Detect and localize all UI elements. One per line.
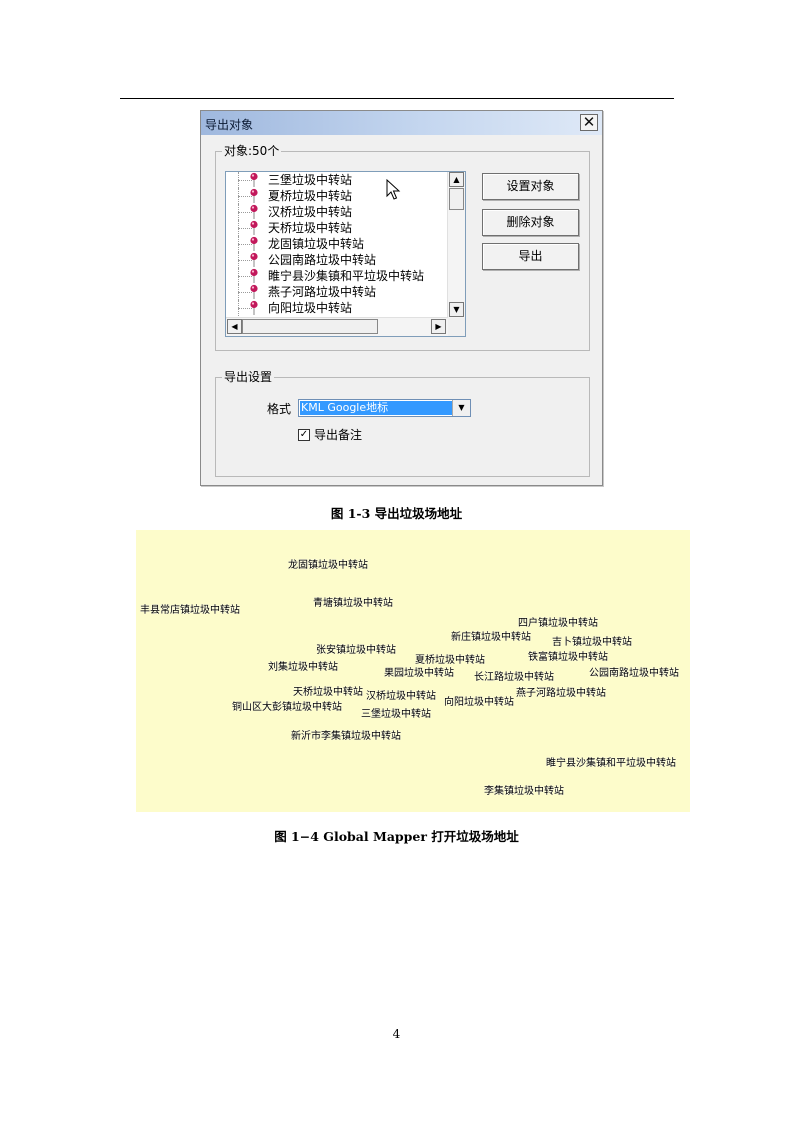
object-list-item[interactable]: 夏桥垃圾中转站 [226,188,448,204]
object-list-item[interactable]: 天桥垃圾中转站 [226,220,448,236]
object-item-label: 龙固镇垃圾中转站 [268,237,365,251]
map-label[interactable]: 夏桥垃圾中转站 [415,655,485,666]
header-rule [120,98,674,99]
export-notes-label: 导出备注 [314,428,363,442]
map-label[interactable]: 睢宁县沙集镇和平垃圾中转站 [546,758,676,769]
object-item-label: 公园南路垃圾中转站 [268,253,377,267]
map-view[interactable]: 龙固镇垃圾中转站丰县常店镇垃圾中转站 青塘镇垃圾中转站四户镇垃圾中转站新庄镇垃圾中… [136,530,690,812]
map-pin-icon [250,188,258,203]
arrow-right-icon: ▶ [435,322,442,331]
horizontal-scrollbar[interactable]: ◀ ▶ [226,317,448,336]
map-label[interactable]: 四户镇垃圾中转站 [518,618,598,629]
map-pin-icon [250,252,258,267]
map-pin-icon [250,284,258,299]
mouse-pointer-icon [386,179,401,200]
object-list-item[interactable]: 公园南路垃圾中转站 [226,252,448,268]
object-item-label: 向阳垃圾中转站 [268,301,353,315]
export-button[interactable]: 导出 [482,243,579,270]
chevron-down-icon[interactable]: ▼ [452,400,470,416]
map-label[interactable]: 吉卜镇垃圾中转站 [552,637,632,648]
object-list-items: 三堡垃圾中转站夏桥垃圾中转站汉桥垃圾中转站天桥垃圾中转站龙固镇垃圾中转站公园南路… [226,172,448,318]
set-object-button[interactable]: 设置对象 [482,173,579,200]
page-number: 4 [392,1027,401,1041]
object-list-item[interactable]: 龙固镇垃圾中转站 [226,236,448,252]
vertical-scrollbar[interactable]: ▲ ▼ [447,172,465,318]
export-objects-dialog: 导出对象 ✕ 对象:50个 三堡垃圾中转站夏桥垃圾中转站汉桥垃圾中转站天桥垃圾中… [200,110,603,486]
scrollbar-corner [448,318,465,336]
map-label[interactable]: 公园南路垃圾中转站 [589,668,679,679]
map-label[interactable]: 新沂市李集镇垃圾中转站 [291,731,401,742]
object-item-label: 睢宁县沙集镇和平垃圾中转站 [268,269,425,283]
format-label: 格式 [267,402,292,416]
map-label[interactable]: 向阳垃圾中转站 [444,697,514,708]
map-label[interactable]: 铁富镇垃圾中转站 [528,652,608,663]
tree-branch [238,260,252,261]
horizontal-scroll-thumb[interactable] [242,319,378,334]
vertical-scroll-thumb[interactable] [449,188,464,210]
tree-branch [238,212,252,213]
map-label[interactable]: 长江路垃圾中转站 [474,672,554,683]
object-list-item[interactable]: 向阳垃圾中转站 [226,300,448,316]
object-list[interactable]: 三堡垃圾中转站夏桥垃圾中转站汉桥垃圾中转站天桥垃圾中转站龙固镇垃圾中转站公园南路… [225,171,466,337]
map-label[interactable]: 刘集垃圾中转站 [268,662,338,673]
scroll-up-button[interactable]: ▲ [449,172,464,187]
map-label[interactable]: 铜山区大彭镇垃圾中转站 [232,702,342,713]
map-label[interactable]: 李集镇垃圾中转站 [484,786,564,797]
dialog-titlebar[interactable]: 导出对象 ✕ [201,111,602,135]
object-item-label: 汉桥垃圾中转站 [268,205,353,219]
object-item-label: 燕子河路垃圾中转站 [268,285,377,299]
object-item-label: 夏桥垃圾中转站 [268,189,353,203]
export-settings-label: 导出设置 [222,370,275,384]
tree-branch [238,228,252,229]
map-label[interactable]: 果园垃圾中转站 [384,668,454,679]
tree-branch [238,276,252,277]
object-list-item[interactable]: 三堡垃圾中转站 [226,172,448,188]
arrow-down-icon: ▼ [453,305,460,314]
close-button[interactable]: ✕ [580,114,598,131]
map-label[interactable]: 张安镇垃圾中转站 [316,645,396,656]
object-item-label: 天桥垃圾中转站 [268,221,353,235]
map-pin-icon [250,236,258,251]
map-pin-icon [250,220,258,235]
objects-group-label: 对象:50个 [222,144,282,158]
map-label[interactable]: 汉桥垃圾中转站 [366,691,436,702]
map-pin-icon [250,204,258,219]
tree-branch [238,196,252,197]
format-selected-value: KML Google地标 [300,401,452,415]
map-label[interactable]: 天桥垃圾中转站 [293,687,363,698]
map-label[interactable]: 青塘镇垃圾中转站 [313,598,393,609]
map-label[interactable]: 新庄镇垃圾中转站 [451,632,531,643]
map-label[interactable]: 三堡垃圾中转站 [361,709,431,720]
tree-branch [238,180,252,181]
map-label[interactable]: 丰县常店镇垃圾中转站 [140,605,240,616]
arrow-left-icon: ◀ [231,322,238,331]
figure-1-4-caption: 图 1−4 Global Mapper 打开垃圾场地址 [274,829,519,844]
map-pin-icon [250,172,258,187]
dialog-title: 导出对象 [205,118,254,132]
export-settings-group: 导出设置 格式 KML Google地标 ▼ ✓ 导出备注 [215,370,590,477]
scroll-left-button[interactable]: ◀ [227,319,242,334]
arrow-up-icon: ▲ [453,175,460,184]
object-list-item[interactable]: 汉桥垃圾中转站 [226,204,448,220]
close-icon: ✕ [582,113,596,131]
map-pin-icon [250,300,258,315]
tree-branch [238,308,252,309]
object-list-item[interactable]: 睢宁县沙集镇和平垃圾中转站 [226,268,448,284]
map-pin-icon [250,268,258,283]
export-notes-checkbox[interactable]: ✓ [298,429,310,441]
tree-branch [238,244,252,245]
figure-1-3-caption: 图 1-3 导出垃圾场地址 [330,506,463,521]
delete-object-button[interactable]: 删除对象 [482,209,579,236]
objects-group: 对象:50个 三堡垃圾中转站夏桥垃圾中转站汉桥垃圾中转站天桥垃圾中转站龙固镇垃圾… [215,144,590,351]
map-label[interactable]: 燕子河路垃圾中转站 [516,688,606,699]
object-list-item[interactable]: 燕子河路垃圾中转站 [226,284,448,300]
format-select[interactable]: KML Google地标 ▼ [298,399,471,417]
checkmark-icon: ✓ [299,429,309,440]
tree-branch [238,292,252,293]
scroll-down-button[interactable]: ▼ [449,302,464,317]
scroll-right-button[interactable]: ▶ [431,319,446,334]
map-label[interactable]: 龙固镇垃圾中转站 [288,560,368,571]
object-item-label: 三堡垃圾中转站 [268,173,353,187]
